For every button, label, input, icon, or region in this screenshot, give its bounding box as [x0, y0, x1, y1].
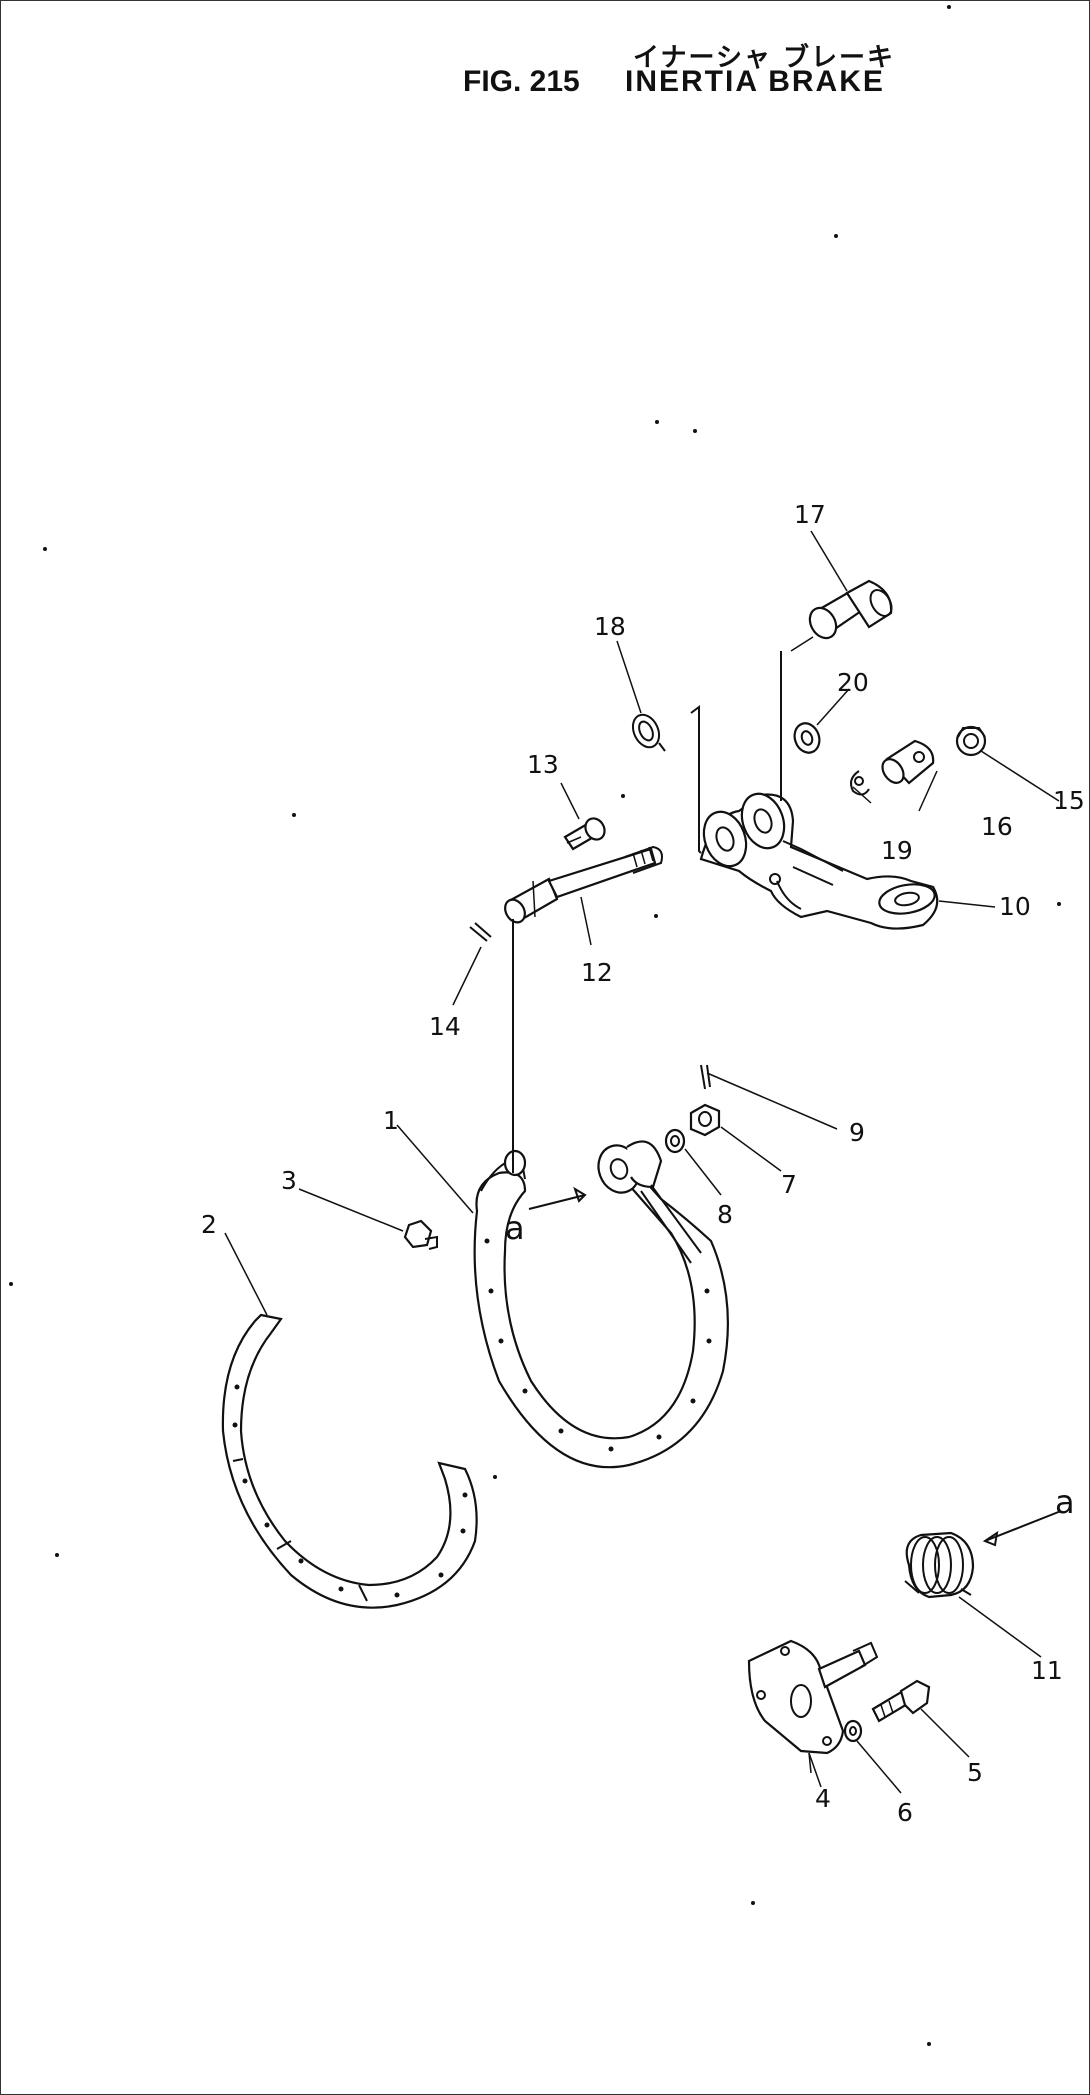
callout-13: 13: [527, 750, 559, 779]
part-12-rod: [504, 845, 663, 924]
title-japanese: イナーシャ ブレーキ: [633, 43, 896, 73]
part-6-washer: [843, 1719, 863, 1743]
part-11-spring: [904, 1531, 975, 1599]
part-13-bolt: [563, 817, 606, 851]
leader-lines: [224, 530, 1062, 1794]
part-3-bolt: [403, 1219, 438, 1250]
callout-8: 8: [717, 1200, 733, 1229]
part-9-cotter-pin: [700, 1064, 711, 1090]
callout-12: 12: [581, 958, 613, 987]
callout-5: 5: [967, 1758, 983, 1787]
callout-6: 6: [897, 1798, 913, 1827]
callout-7: 7: [781, 1170, 797, 1199]
part-20-washer: [793, 722, 821, 754]
callout-10: 10: [999, 892, 1031, 921]
part-2-brake-lining: [221, 1313, 478, 1609]
connector-a-left: a: [505, 1209, 525, 1247]
part-5-bolt: [871, 1679, 931, 1723]
callout-1: 1: [383, 1106, 399, 1135]
part-16-clevis-pin: [881, 739, 935, 785]
callout-19: 19: [881, 836, 913, 865]
callout-9: 9: [849, 1118, 865, 1147]
callout-18: 18: [594, 612, 626, 641]
callout-14: 14: [429, 1012, 461, 1041]
part-8-washer: [664, 1128, 686, 1154]
callout-labels: 17 18 20 13 15 16 19 10 12 14 9 1 7 3 8 …: [201, 500, 1085, 1827]
part-14-cotter-pin: [469, 922, 492, 942]
part-10-lever: [699, 792, 939, 930]
figure-number: FIG. 215: [463, 65, 580, 98]
callout-3: 3: [281, 1166, 297, 1195]
callout-15: 15: [1053, 786, 1085, 815]
part-7-nut: [689, 1103, 721, 1137]
scan-specks: [9, 5, 1061, 2046]
part-19-clip: [850, 770, 870, 796]
callout-17: 17: [794, 500, 826, 529]
part-4-bracket: [747, 1639, 879, 1774]
callout-2: 2: [201, 1210, 217, 1239]
part-18-snap-ring: [631, 713, 666, 752]
part-15-nut: [955, 725, 987, 757]
connector-a-right: a: [1055, 1483, 1075, 1521]
callout-20: 20: [837, 668, 869, 697]
figure-title: INERTIA BRAKE: [625, 65, 885, 98]
callout-11: 11: [1031, 1656, 1063, 1685]
part-1-brake-band: [473, 919, 729, 1469]
callout-16: 16: [981, 812, 1013, 841]
part-17-pin: [790, 579, 893, 652]
callout-4: 4: [815, 1784, 831, 1813]
